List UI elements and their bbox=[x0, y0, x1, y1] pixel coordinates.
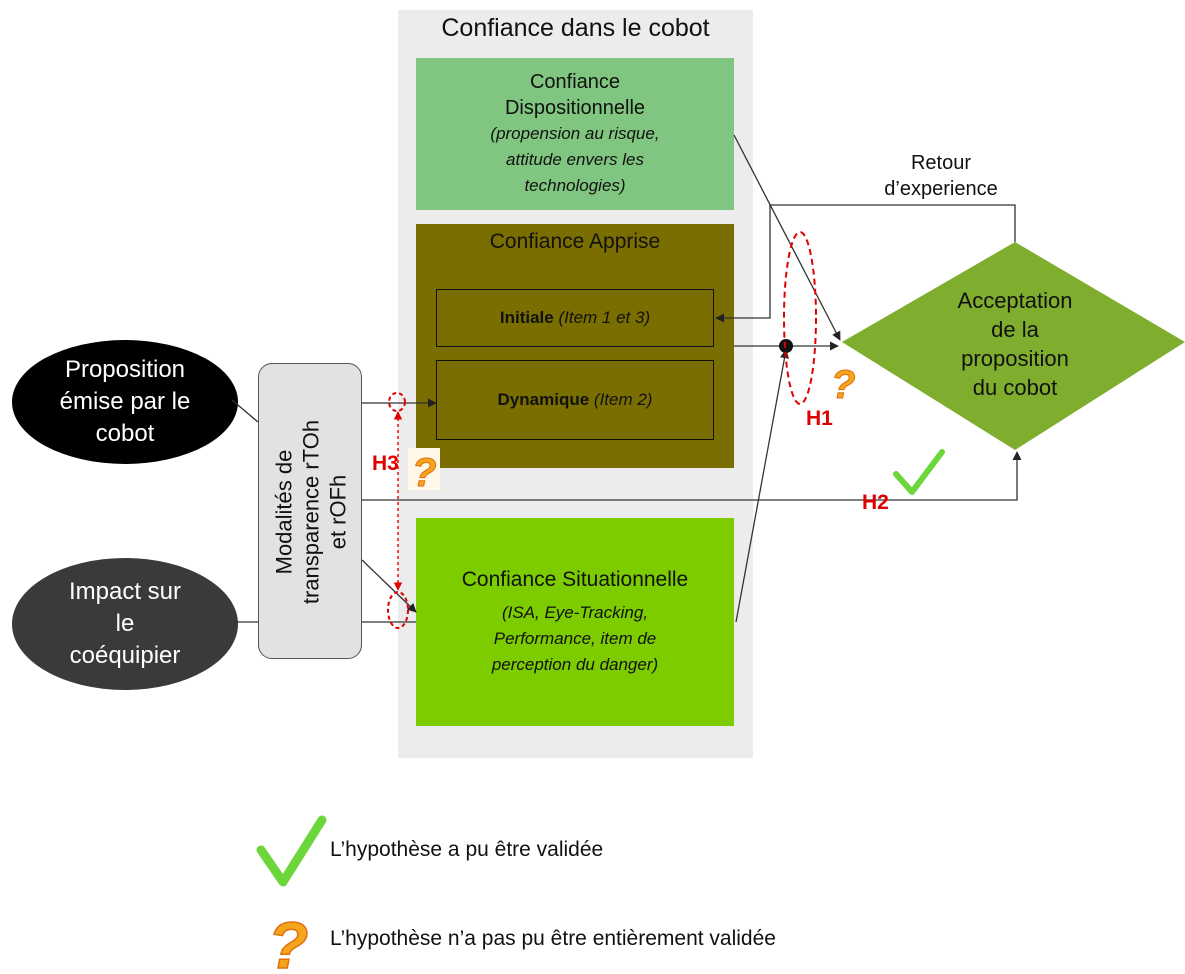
check-icon bbox=[893, 449, 945, 495]
question-icon: ? bbox=[268, 908, 308, 974]
panel-title: Confiance dans le cobot bbox=[441, 14, 710, 42]
situational-detail-1: (ISA, Eye-Tracking, bbox=[501, 603, 649, 622]
feedback-line1: Retour bbox=[910, 152, 972, 174]
h3-label: H3 bbox=[372, 452, 399, 475]
acceptance-text: Acceptation de la proposition du cobot bbox=[915, 286, 1115, 402]
edge-modalities-situational bbox=[361, 559, 417, 613]
proposal-line1: Proposition bbox=[64, 356, 186, 383]
initial-detail: (Item 1 et 3) bbox=[558, 308, 651, 327]
initial-label: Initiale bbox=[499, 308, 554, 327]
h1-ellipse bbox=[783, 231, 817, 405]
acceptance-diamond bbox=[842, 242, 1185, 450]
svg-text:?: ? bbox=[831, 363, 855, 407]
impact-line1: Impact sur bbox=[68, 578, 182, 605]
dynamic-trust-box: Dynamique (Item 2) bbox=[436, 360, 714, 440]
dispositional-detail-2: attitude envers les bbox=[506, 150, 644, 169]
edge-situational-junction bbox=[735, 349, 789, 623]
h1-label: H1 bbox=[806, 407, 833, 430]
acceptance-line3: proposition bbox=[961, 346, 1069, 371]
dispositional-title-line2: Dispositionnelle bbox=[504, 97, 646, 119]
acceptance-line2: de la bbox=[991, 317, 1039, 342]
learned-trust-title: Confiance Apprise bbox=[489, 230, 661, 253]
question-icon: ? bbox=[831, 363, 856, 408]
edge-modalities-acceptance bbox=[362, 451, 1022, 501]
acceptance-line1: Acceptation bbox=[957, 288, 1073, 313]
impact-line3: coéquipier bbox=[69, 642, 181, 669]
h2-label: H2 bbox=[862, 491, 889, 514]
situational-title: Confiance Situationnelle bbox=[461, 568, 689, 591]
edge-feedback-loop bbox=[715, 204, 1016, 323]
cobot-proposal-node: Proposition émise par le cobot bbox=[12, 340, 238, 464]
dispositional-detail-1: (propension au risque, bbox=[490, 124, 660, 143]
impact-line2: le bbox=[115, 610, 135, 637]
edge-dispositional-acceptance bbox=[733, 134, 841, 341]
situational-detail-2: Performance, item de bbox=[493, 629, 657, 648]
junction-dot bbox=[779, 339, 793, 353]
dispositional-trust-box: Confiance Dispositionnelle (propension a… bbox=[416, 58, 734, 210]
dynamic-label: Dynamique bbox=[497, 390, 590, 409]
acceptance-line4: du cobot bbox=[972, 375, 1058, 400]
edge-proposal-modalities bbox=[231, 399, 259, 423]
legend-validated: L’hypothèse a pu être validée bbox=[330, 838, 604, 861]
initial-trust-box: Initiale (Item 1 et 3) bbox=[436, 289, 714, 347]
h3-ellipse-top bbox=[388, 392, 406, 412]
dynamic-detail: (Item 2) bbox=[593, 390, 653, 409]
svg-text:?: ? bbox=[412, 451, 436, 495]
situational-trust-box: Confiance Situationnelle (ISA, Eye-Track… bbox=[416, 518, 734, 726]
question-icon: ? bbox=[408, 448, 440, 496]
check-icon bbox=[256, 815, 327, 887]
feedback-line2: d’experience bbox=[884, 178, 998, 200]
proposal-line3: cobot bbox=[95, 420, 155, 447]
feedback-label: Retour d’experience bbox=[846, 150, 1036, 202]
teammate-impact-node: Impact sur le coéquipier bbox=[12, 558, 238, 690]
h3-ellipse-bottom bbox=[387, 591, 409, 629]
dispositional-detail-3: technologies) bbox=[524, 176, 626, 195]
dispositional-title-line1: Confiance bbox=[529, 71, 621, 93]
transparency-modalities-box: Modalités de transparence rTOh et rOFh bbox=[258, 363, 362, 659]
situational-detail-3: perception du danger) bbox=[491, 655, 659, 674]
legend-not-validated: L’hypothèse n’a pas pu être entièrement … bbox=[330, 927, 776, 950]
proposal-line2: émise par le bbox=[59, 388, 191, 415]
